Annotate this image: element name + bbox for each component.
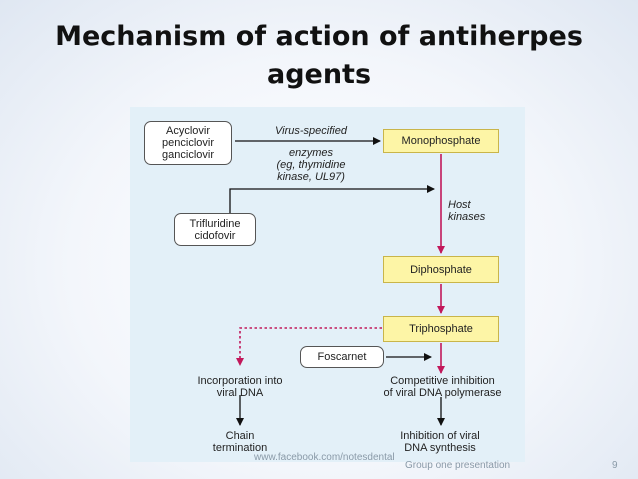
chain-termination-label: Chain termination [212,430,268,454]
slide-title: Mechanism of action of antiherpes agents [55,21,583,90]
diphosphate-box: Diphosphate [383,256,499,283]
host-kinases-label: Host kinases [448,199,486,223]
arrow-trifluridine [229,185,435,214]
slide-number: 9 [612,460,618,471]
competitive-inhibition-label: Competitive inhibition of viral DNA poly… [383,375,502,399]
footer-presentation: Group one presentation [405,460,511,471]
enzyme-label-bottom: enzymes (eg, thymidine kinase, UL97) [276,147,346,183]
mechanism-diagram: Acyclovir penciclovir ganciclovir Virus-… [130,107,525,462]
inhibition-synthesis-label: Inhibition of viral DNA synthesis [400,430,480,454]
foscarnet-box: Foscarnet [300,346,384,368]
diagram-arrows [229,137,445,426]
monophosphate-box: Monophosphate [383,129,499,153]
drugs-trifluridine-box: Trifluridine cidofovir [174,213,256,246]
drugs-acyclovir-box: Acyclovir penciclovir ganciclovir [144,121,232,165]
triphosphate-box: Triphosphate [383,316,499,342]
arrow-tri-incorporation [236,327,382,366]
incorporation-label: Incorporation into viral DNA [197,375,283,399]
watermark-text: www.facebook.com/notesdental [254,452,395,463]
enzyme-label-top: Virus-specified [275,125,347,137]
